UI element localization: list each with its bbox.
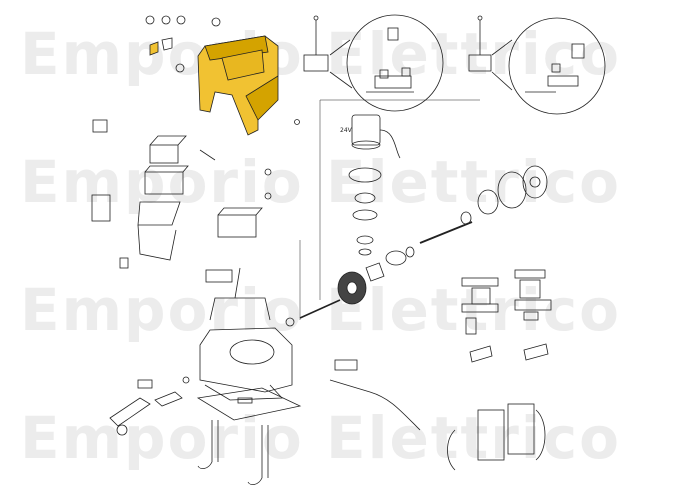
drive-pinion [285,271,367,327]
yellow-cover [175,17,300,136]
leader-lines [299,99,480,320]
battery-packs [447,403,546,471]
gear-shaft-assembly [365,165,548,282]
limit-switches [469,343,549,363]
limit-bracket-right [514,269,552,321]
base-housing [199,267,293,401]
antenna-cable [329,359,421,431]
limit-bracket-left [461,277,499,335]
base-plate [196,387,302,486]
part-brackets-top-left [145,15,186,56]
detail-zoom-1 [329,14,444,112]
part-small-top-1 [303,15,329,72]
release-lever [109,376,190,436]
control-board [91,119,189,269]
detail-zoom-2 [491,17,606,115]
motor-voltage-label: 24V [340,127,353,134]
part-small-top-2 [468,15,492,72]
motor-assembly [348,114,401,256]
battery-block [199,149,272,283]
